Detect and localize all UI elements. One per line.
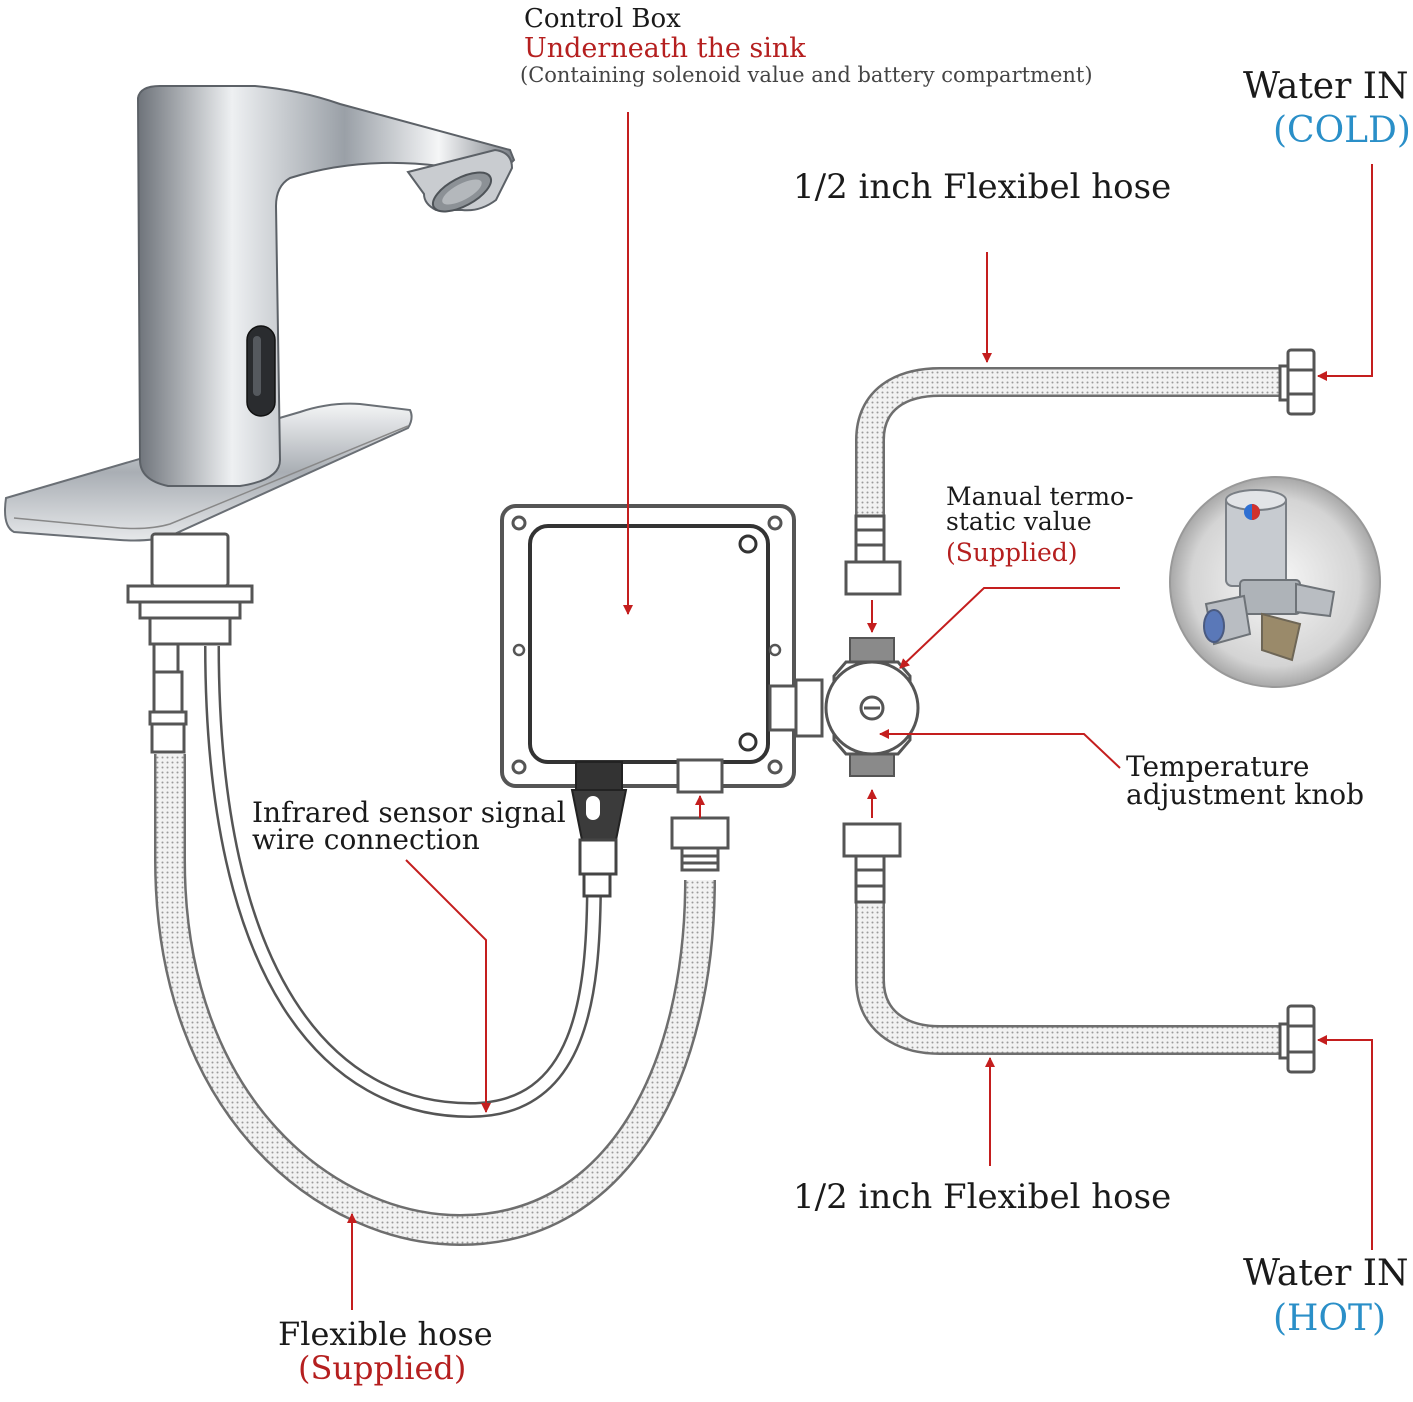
flex-hose-note: (Supplied) xyxy=(298,1349,467,1387)
water-in-cold-title: Water IN xyxy=(1243,66,1409,107)
temp-knob-line1: Temperature xyxy=(1126,750,1310,783)
water-in-hot-title: Water IN xyxy=(1243,1253,1409,1294)
hose-nut-box xyxy=(670,816,730,872)
pointer-lines xyxy=(347,112,1373,1310)
valve-photo-icon xyxy=(1169,476,1381,688)
faucet-mount xyxy=(126,532,254,754)
hot-inlet-nut xyxy=(1278,1004,1316,1074)
control-box-location: Underneath the sink xyxy=(524,33,806,64)
thermostatic-line1: Manual termo- xyxy=(946,482,1134,511)
hose-top-label: 1/2 inch Flexibel hose xyxy=(793,167,1172,207)
sensor-wire-line2: wire connection xyxy=(252,823,480,856)
thermostatic-note: (Supplied) xyxy=(946,538,1078,567)
hose-bottom xyxy=(855,900,1286,1055)
cold-inlet-nut xyxy=(1278,348,1316,416)
water-in-hot-sub: (HOT) xyxy=(1273,1298,1387,1339)
flex-hose-title: Flexible hose xyxy=(278,1315,493,1353)
flexible-hose xyxy=(154,754,716,1247)
thermostatic-valve-icon xyxy=(824,637,920,777)
hose-top xyxy=(855,367,1286,520)
control-box-icon xyxy=(500,504,824,898)
water-in-cold-sub: (COLD) xyxy=(1273,110,1411,151)
thermostatic-line2: static value xyxy=(946,507,1092,536)
control-box-note: (Containing solenoid value and battery c… xyxy=(520,63,1093,87)
bottom-hose-nut xyxy=(842,822,902,904)
hose-bottom-label: 1/2 inch Flexibel hose xyxy=(793,1177,1172,1217)
control-box-title: Control Box xyxy=(524,4,681,34)
sensor-wire-line1: Infrared sensor signal xyxy=(252,796,566,829)
temp-knob-line2: adjustment knob xyxy=(1126,778,1365,811)
faucet-icon xyxy=(4,85,516,542)
sensor-wire xyxy=(204,645,602,1119)
top-hose-nut xyxy=(844,514,902,596)
